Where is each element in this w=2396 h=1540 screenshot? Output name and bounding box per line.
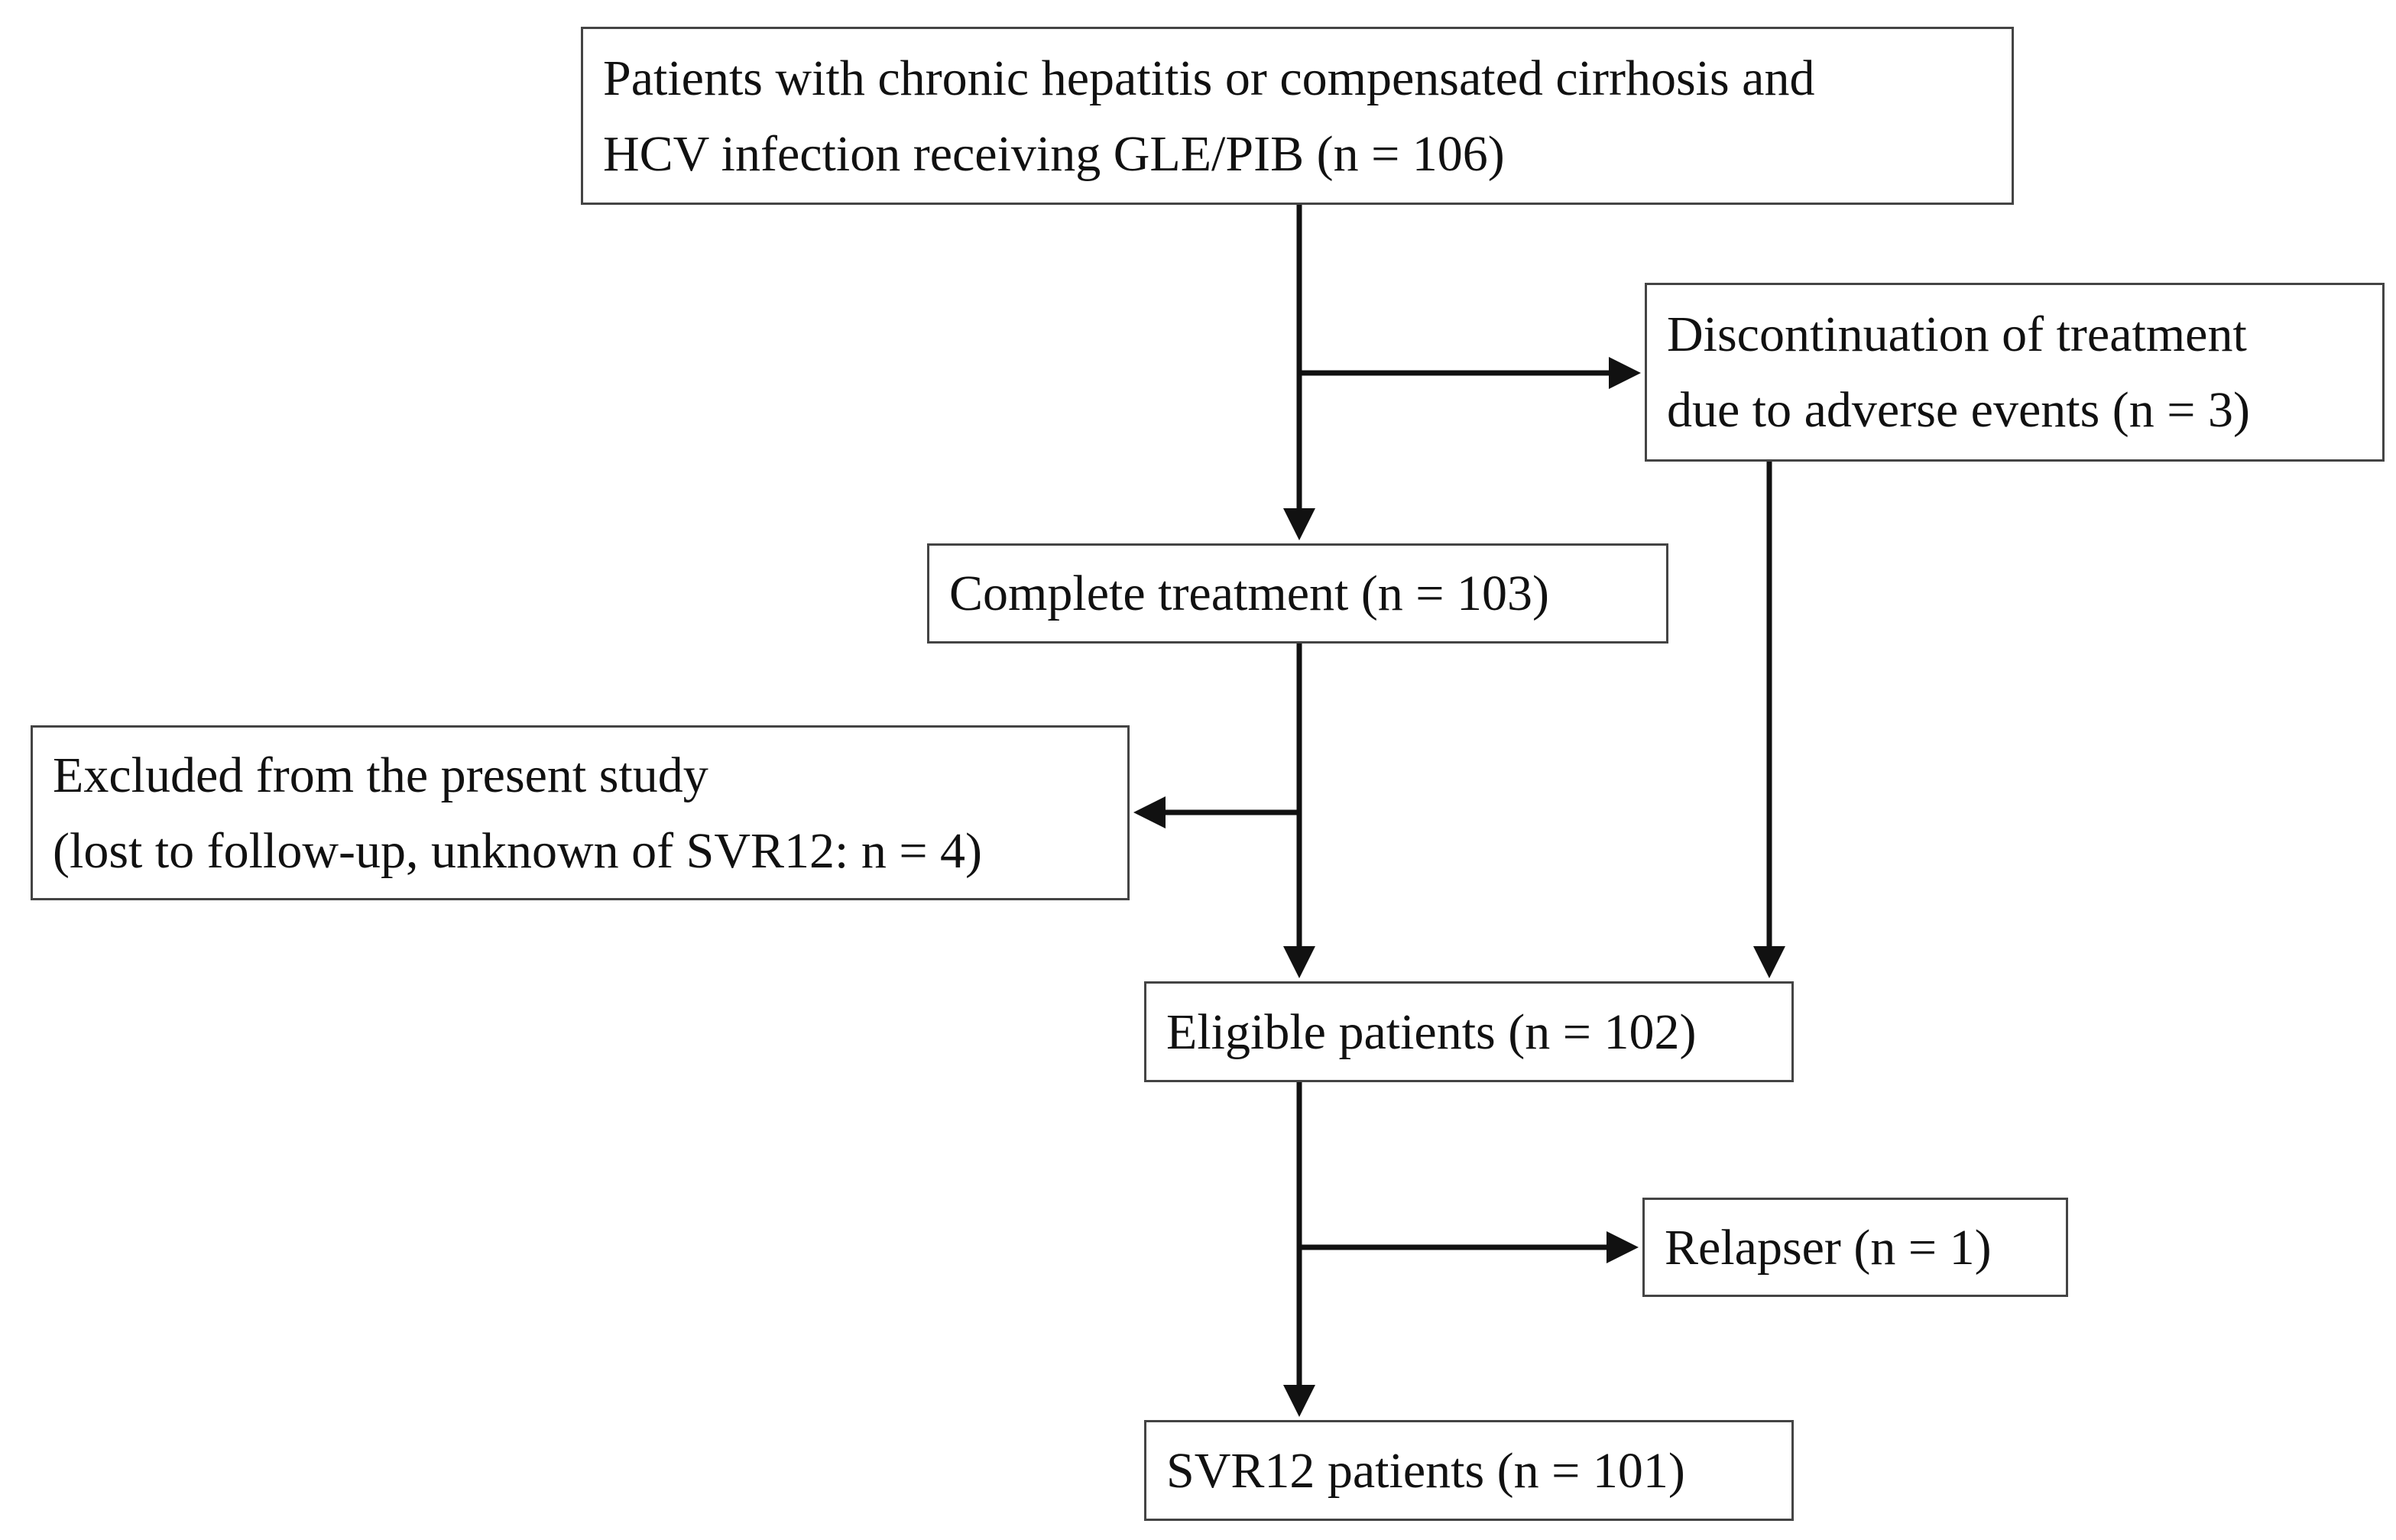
relapser-box: Relapser (n = 1)	[1642, 1198, 2068, 1297]
discontinuation-line-2: due to adverse events (n = 3)	[1667, 382, 2250, 438]
enrolled-patients-box: Patients with chronic hepatitis or compe…	[581, 27, 2014, 205]
enrolled-line-2: HCV infection receiving GLE/PIB (n = 106…	[603, 125, 1505, 182]
excluded-line-1: Excluded from the present study	[53, 747, 708, 803]
eligible-patients-label: Eligible patients (n = 102)	[1166, 1003, 1697, 1060]
complete-treatment-box: Complete treatment (n = 103)	[927, 543, 1668, 644]
enrolled-line-1: Patients with chronic hepatitis or compe…	[603, 50, 1815, 106]
excluded-box: Excluded from the present study (lost to…	[31, 725, 1130, 900]
discontinuation-box: Discontinuation of treatment due to adve…	[1645, 283, 2385, 462]
complete-treatment-label: Complete treatment (n = 103)	[949, 566, 1550, 621]
excluded-line-2: (lost to follow-up, unknown of SVR12: n …	[53, 822, 983, 879]
relapser-label: Relapser (n = 1)	[1665, 1219, 1992, 1276]
eligible-patients-box: Eligible patients (n = 102)	[1144, 981, 1794, 1082]
svr12-patients-box: SVR12 patients (n = 101)	[1144, 1420, 1794, 1521]
discontinuation-line-1: Discontinuation of treatment	[1667, 306, 2247, 362]
svr12-patients-label: SVR12 patients (n = 101)	[1166, 1442, 1685, 1499]
